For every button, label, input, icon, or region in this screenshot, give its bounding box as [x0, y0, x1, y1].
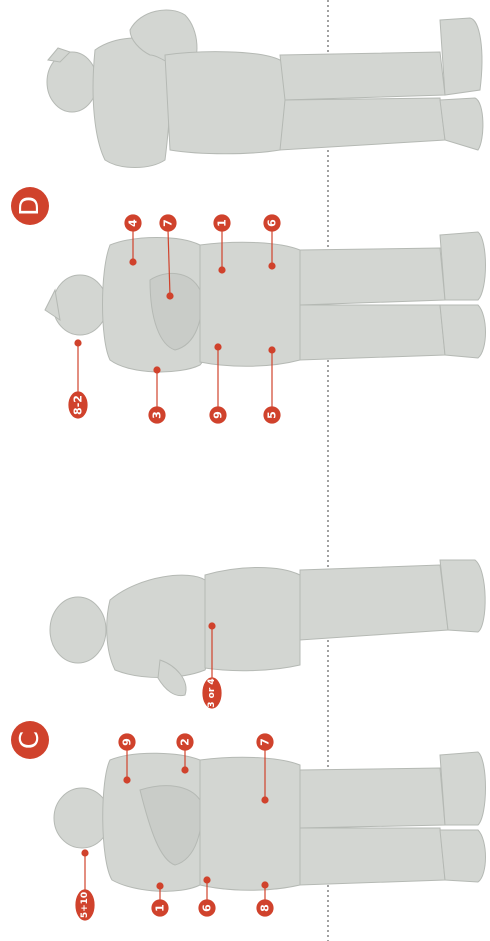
callout-d-3: 3 [149, 367, 165, 423]
svg-text:8: 8 [259, 904, 272, 912]
svg-text:2: 2 [179, 738, 192, 746]
svg-text:6: 6 [201, 904, 214, 912]
svg-text:1: 1 [216, 219, 229, 227]
svg-text:5+10: 5+10 [80, 892, 90, 918]
svg-text:9: 9 [121, 738, 134, 746]
svg-text:7: 7 [259, 738, 272, 746]
figure-1-soldier [47, 10, 483, 168]
figure-2-soldier [45, 232, 486, 372]
callout-c-5-10: 5+10 [76, 850, 94, 920]
svg-text:7: 7 [162, 219, 175, 227]
svg-text:3: 3 [151, 411, 164, 419]
svg-text:9: 9 [212, 411, 225, 419]
svg-text:1: 1 [154, 904, 167, 912]
svg-text:5: 5 [266, 411, 279, 419]
svg-text:3 or 4: 3 or 4 [207, 678, 217, 707]
svg-text:8-2: 8-2 [72, 395, 85, 415]
section-marker-d: D [11, 187, 49, 225]
section-label-c: C [15, 731, 45, 749]
section-marker-c: C [11, 721, 49, 759]
section-label-d: D [15, 196, 45, 216]
svg-text:6: 6 [266, 219, 279, 227]
callout-d-8-2: 8-2 [69, 340, 87, 418]
figure-3-soldier [50, 560, 485, 696]
figure-4-soldier [54, 752, 486, 891]
svg-text:4: 4 [127, 219, 140, 227]
